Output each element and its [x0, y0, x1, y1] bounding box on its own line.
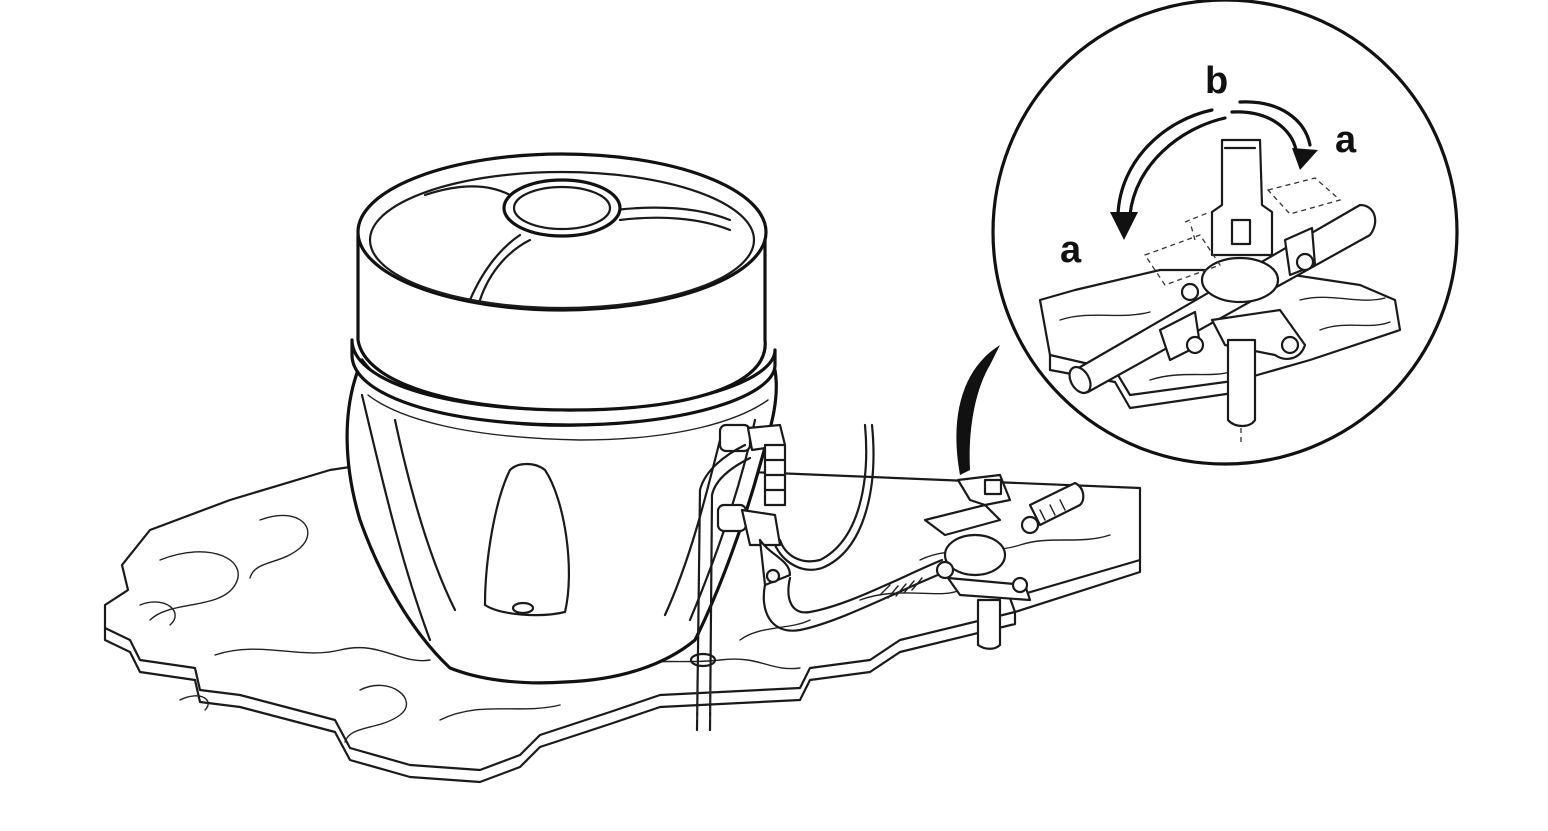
water-tank	[345, 152, 778, 685]
supply-hose	[762, 481, 1085, 632]
detail-callout: b a a	[991, 0, 1459, 466]
valve-main	[923, 473, 1040, 650]
callout-pointer	[956, 345, 1000, 475]
label-a-right: a	[1335, 119, 1357, 161]
label-a-left: a	[1060, 229, 1082, 271]
label-b: b	[1205, 60, 1228, 102]
tank-fittings	[689, 423, 875, 732]
